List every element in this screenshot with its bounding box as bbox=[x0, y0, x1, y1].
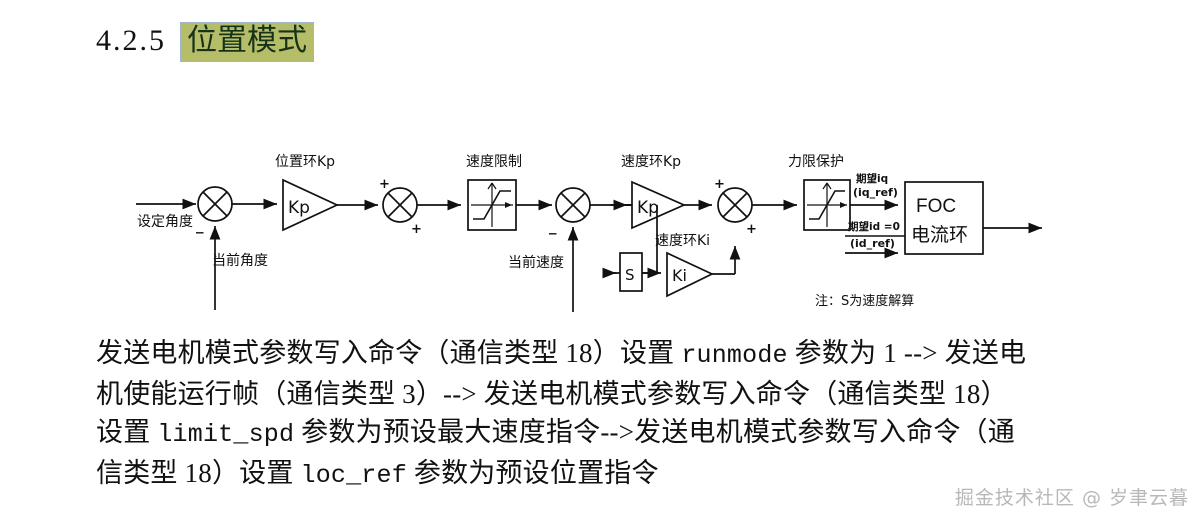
label-speed-limit: 速度限制 bbox=[466, 154, 522, 170]
symbol-speed-ki: Ki bbox=[672, 266, 687, 285]
sign-sum4-plus-top: + bbox=[714, 177, 725, 192]
label-set-angle: 设定角度 bbox=[137, 214, 193, 230]
heading-number: 4.2.5 bbox=[96, 24, 166, 57]
heading-title: 位置模式 bbox=[180, 22, 314, 62]
label-id-ref-line1: 期望id =0 bbox=[848, 220, 900, 233]
param-limit-spd: limit_spd bbox=[157, 420, 295, 449]
procedure-line-4-part-b: 参数为预设位置指令 bbox=[406, 458, 659, 488]
label-iq-ref-line1: 期望iq bbox=[856, 172, 888, 185]
label-iq-ref-line2: (iq_ref) bbox=[853, 186, 898, 199]
label-position-kp: 位置环Kp bbox=[275, 154, 335, 170]
param-runmode: runmode bbox=[681, 341, 788, 370]
watermark: 掘金技术社区 @ 岁聿云暮 bbox=[954, 487, 1189, 509]
procedure-line-4-part-a: 信类型 18）设置 bbox=[96, 458, 301, 488]
sign-sum4-plus-bottom: + bbox=[746, 222, 757, 237]
symbol-speed-kp: Kp bbox=[637, 198, 659, 218]
symbol-s-block: S bbox=[625, 266, 635, 284]
procedure-line-1-part-a: 发送电机模式参数写入命令（通信类型 18）设置 bbox=[96, 338, 682, 368]
label-foc-line1: FOC bbox=[916, 196, 956, 217]
procedure-line-4: 信类型 18）设置 loc_ref 参数为预设位置指令 bbox=[96, 454, 1108, 495]
sign-sum1-minus: _ bbox=[196, 216, 204, 234]
symbol-position-kp: Kp bbox=[288, 198, 310, 218]
label-torque-limit: 力限保护 bbox=[788, 154, 844, 170]
procedure-line-3: 设置 limit_spd 参数为预设最大速度指令-->发送电机模式参数写入命令（… bbox=[96, 413, 1108, 454]
label-foc-line2: 电流环 bbox=[911, 224, 968, 246]
procedure-line-3-part-b: 参数为预设最大速度指令-->发送电机模式参数写入命令（通 bbox=[294, 417, 1015, 447]
label-current-speed: 当前速度 bbox=[508, 254, 564, 271]
param-loc-ref: loc_ref bbox=[300, 461, 407, 490]
label-speed-ki: 速度环Ki bbox=[655, 233, 710, 249]
label-current-angle: 当前角度 bbox=[212, 252, 268, 269]
control-block-diagram: 设定角度 当前角度 当前速度 位置环Kp Kp 速度限制 速度环Kp Kp 速度… bbox=[0, 120, 1203, 330]
label-id-ref-line2: (id_ref) bbox=[850, 237, 895, 250]
procedure-line-1-part-b: 参数为 1 --> 发送电 bbox=[787, 338, 1027, 368]
sign-sum2-plus-top: + bbox=[379, 177, 390, 192]
procedure-paragraph: 发送电机模式参数写入命令（通信类型 18）设置 runmode 参数为 1 --… bbox=[96, 334, 1108, 495]
procedure-line-1: 发送电机模式参数写入命令（通信类型 18）设置 runmode 参数为 1 --… bbox=[96, 334, 1108, 375]
procedure-line-2: 机使能运行帧（通信类型 3）--> 发送电机模式参数写入命令（通信类型 18） bbox=[96, 379, 1008, 409]
diagram-note: 注：S为速度解算 bbox=[815, 293, 914, 309]
procedure-line-3-part-a: 设置 bbox=[96, 417, 158, 447]
label-speed-kp: 速度环Kp bbox=[621, 154, 681, 170]
sign-sum2-plus-bottom: + bbox=[411, 222, 422, 237]
page-heading: 4.2.5 位置模式 bbox=[96, 22, 314, 62]
sign-sum3-minus: _ bbox=[549, 217, 557, 235]
